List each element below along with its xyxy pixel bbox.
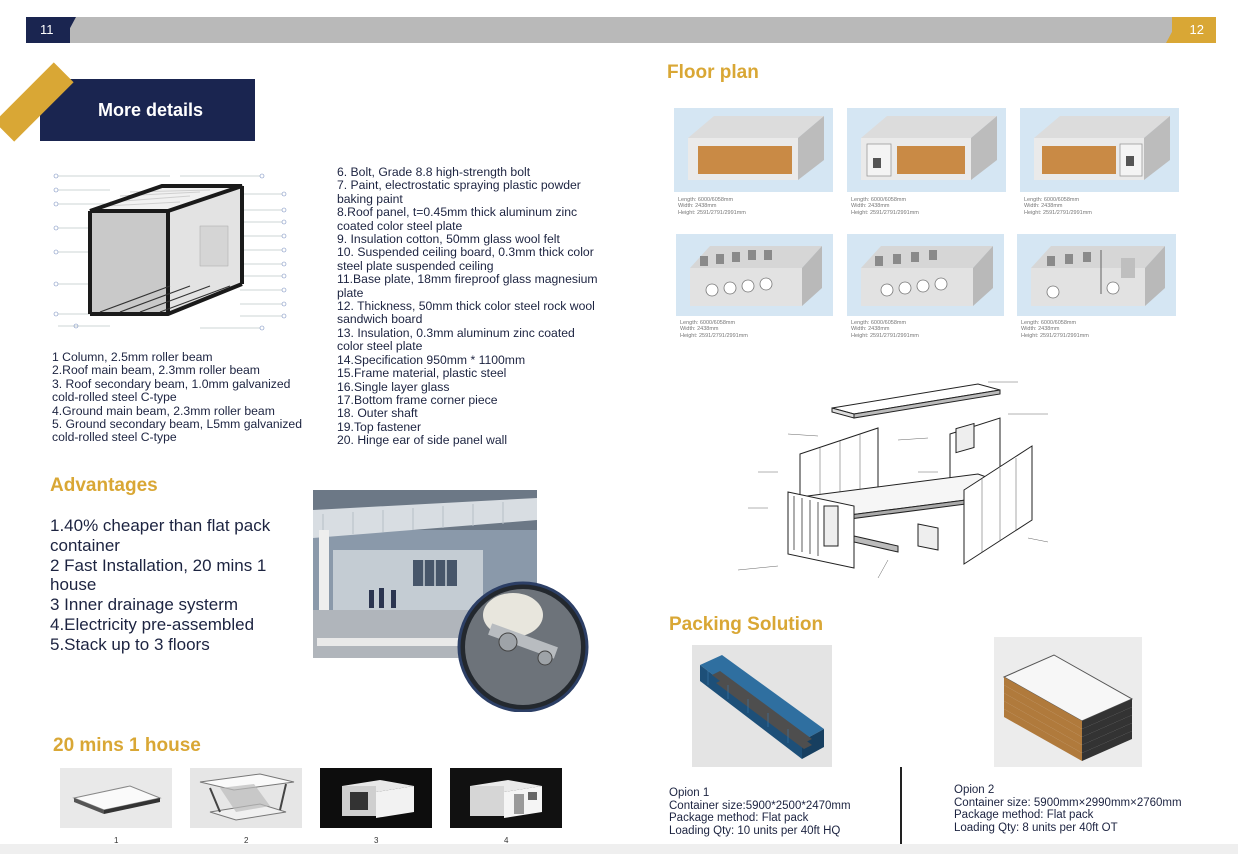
floor-plan-caption: Length: 6000/6058mm Width: 2438mm Height… — [1021, 320, 1089, 339]
component-item: 3. Roof secondary beam, 1.0mm galvanized… — [52, 376, 291, 405]
components-list-right: 6. Bolt, Grade 8.8 high-strength bolt 7.… — [337, 165, 598, 448]
container-frame-diagram — [53, 173, 287, 331]
floor-plan-caption: Length: 6000/6058mm Width: 2438mm Height… — [1024, 197, 1092, 216]
floor-plan-image-1 — [674, 108, 833, 192]
component-item: 17.Bottom frame corner piece — [337, 392, 498, 407]
exploded-assembly-diagram — [737, 381, 1049, 579]
packing-option-2-text: Opion 2 Container size: 5900mm×2990mm×27… — [954, 784, 1182, 834]
step-label: 2 — [244, 836, 249, 845]
assembly-step-4 — [450, 768, 562, 828]
packing-option-1-image — [692, 645, 832, 767]
assembly-step-1 — [60, 768, 172, 828]
floor-plan-caption: Length: 6000/6058mm Width: 2438mm Height… — [680, 320, 748, 339]
step-label: 1 — [114, 836, 119, 845]
floor-plan-image-3 — [1020, 108, 1179, 192]
assembly-step-2 — [190, 768, 302, 828]
floor-plan-image-5 — [847, 234, 1004, 316]
component-item: 9. Insulation cotton, 50mm glass wool fe… — [337, 232, 560, 247]
advantage-item: 3 Inner drainage systerm — [50, 595, 239, 615]
component-item: 14.Specification 950mm * 1100mm — [337, 352, 526, 367]
floor-plan-image-2 — [847, 108, 1006, 192]
step-label: 3 — [374, 836, 379, 845]
component-item: 7. Paint, electrostatic spraying plastic… — [337, 178, 581, 206]
advantage-item: 5.Stack up to 3 floors — [50, 634, 210, 654]
floor-plan-caption: Length: 6000/6058mm Width: 2438mm Height… — [678, 197, 746, 216]
packing-option-1-text: Opion 1 Container size:5900*2500*2470mm … — [669, 787, 851, 837]
option-1-label: Opion 1 — [669, 787, 710, 799]
option-2-label: Opion 2 — [954, 784, 995, 796]
option-2-package-method: Package method: Flat pack — [954, 809, 1094, 822]
packing-divider — [900, 767, 902, 847]
option-1-package-method: Package method: Flat pack — [669, 812, 809, 825]
more-details-box — [40, 79, 255, 141]
component-item: 15.Frame material, plastic steel — [337, 366, 507, 381]
component-item: 19.Top fastener — [337, 419, 422, 434]
component-item: 6. Bolt, Grade 8.8 high-strength bolt — [337, 165, 531, 179]
component-item: 12. Thickness, 50mm thick color steel ro… — [337, 299, 595, 327]
component-item: 13. Insulation, 0.3mm aluminum zinc coat… — [337, 325, 575, 354]
option-2-container-size: Container size: 5900mm×2990mm×2760mm — [954, 796, 1182, 809]
packing-option-2-image — [994, 637, 1142, 767]
page-header-band: 11 12 — [26, 17, 1216, 43]
advantages-title: Advantages — [50, 475, 158, 496]
option-1-loading-qty: Loading Qty: 10 units per 40ft HQ — [669, 824, 841, 837]
component-item: 5. Ground secondary beam, L5mm galvanize… — [52, 417, 302, 445]
step-label: 4 — [504, 836, 509, 845]
floor-plan-caption: Length: 6000/6058mm Width: 2438mm Height… — [851, 320, 919, 339]
installation-photo — [313, 490, 589, 712]
page-number-left-slant — [62, 17, 76, 43]
floor-plan-title: Floor plan — [667, 62, 759, 83]
floor-plan-image-4 — [676, 234, 833, 316]
page-number-right: 12 — [1172, 17, 1216, 43]
advantage-item: 4.Electricity pre-assembled — [50, 614, 255, 634]
floor-plan-image-6 — [1017, 234, 1176, 316]
component-item: 1 Column, 2.5mm roller beam — [52, 350, 213, 364]
components-list-left: 1 Column, 2.5mm roller beam 2.Roof main … — [52, 350, 302, 445]
option-1-container-size: Container size:5900*2500*2470mm — [669, 799, 851, 812]
advantage-item: 2 Fast Installation, 20 mins 1 house — [50, 555, 267, 595]
packing-title: Packing Solution — [669, 614, 824, 635]
advantages-list: 1.40% cheaper than flat pack container 2… — [50, 516, 270, 655]
option-2-loading-qty: Loading Qty: 8 units per 40ft OT — [954, 821, 1118, 834]
component-item: 10. Suspended ceiling board, 0.3mm thick… — [337, 245, 594, 273]
component-item: 4.Ground main beam, 2.3mm roller beam — [52, 403, 275, 418]
component-item: 2.Roof main beam, 2.3mm roller beam — [52, 363, 260, 378]
component-item: 11.Base plate, 18mm fireproof glass magn… — [337, 272, 598, 300]
component-item: 8.Roof panel, t=0.45mm thick aluminum zi… — [337, 205, 578, 233]
component-item: 18. Outer shaft — [337, 406, 418, 421]
more-details-title: More details — [98, 100, 204, 120]
assembly-step-3 — [320, 768, 432, 828]
component-item: 16.Single layer glass — [337, 379, 450, 394]
advantage-item: 1.40% cheaper than flat pack container — [50, 516, 271, 555]
twenty-mins-title: 20 mins 1 house — [53, 735, 201, 756]
bottom-strip — [0, 844, 1238, 854]
header-gray-bar — [66, 17, 1186, 43]
component-item: 20. Hinge ear of side panel wall — [337, 433, 508, 448]
floor-plan-caption: Length: 6000/6058mm Width: 2438mm Height… — [851, 197, 919, 216]
